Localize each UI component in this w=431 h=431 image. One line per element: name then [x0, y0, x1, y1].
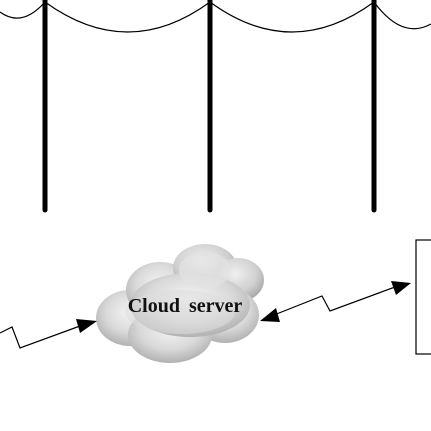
- cloud-server-label: Cloud server: [128, 295, 243, 317]
- wire-segment-left: [0, 1, 46, 19]
- zigzag-line-left: [0, 325, 81, 349]
- arrowhead-into-cloud-right: [260, 308, 280, 322]
- zigzag-line-right: [273, 286, 396, 316]
- wireless-link-right: [260, 281, 411, 322]
- wireless-link-left: [0, 319, 97, 349]
- wire-segment-1: [44, 1, 211, 33]
- device-box: [415, 239, 431, 355]
- cloud-icon: [96, 244, 264, 363]
- power-pole-icon: [42, 0, 377, 213]
- wire-segment-right: [373, 1, 431, 30]
- arrowhead-to-device: [391, 281, 411, 295]
- arrowhead-into-cloud: [76, 319, 97, 333]
- power-wires: [0, 1, 431, 33]
- wire-segment-2: [209, 1, 375, 33]
